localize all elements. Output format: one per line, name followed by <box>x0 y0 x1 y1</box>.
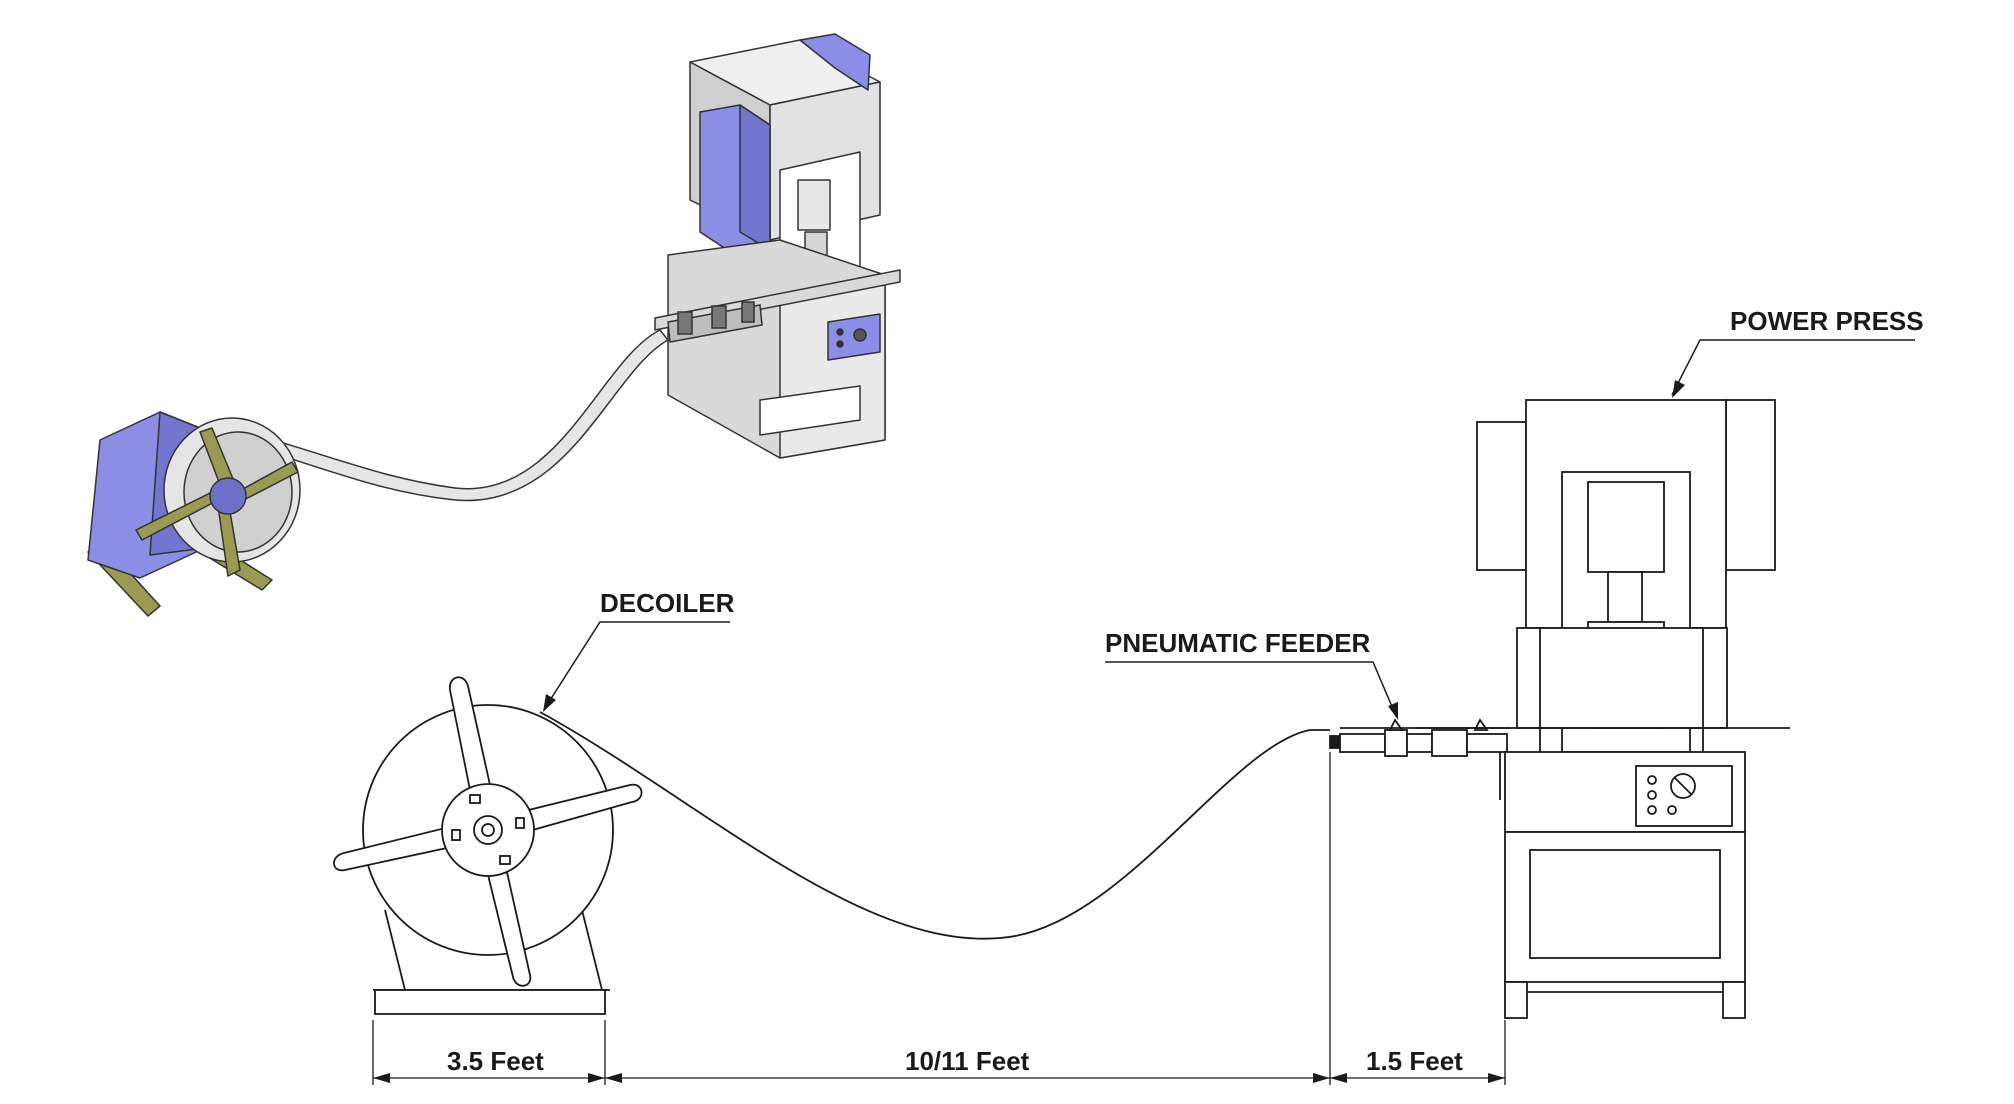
decoiler-elevation <box>333 676 643 1015</box>
label-decoiler: DECOILER <box>600 588 735 618</box>
dimension-arrows <box>373 1073 1505 1083</box>
power-press-elevation <box>1415 399 1790 1019</box>
strip-3d <box>231 329 670 502</box>
feeder-elevation <box>1329 718 1510 800</box>
dim-decoiler-width: 3.5 Feet <box>447 1046 544 1076</box>
dim-coil-loop-span: 10/11 Feet <box>905 1046 1030 1076</box>
isometric-view <box>87 33 901 617</box>
leader-lines <box>544 339 1915 717</box>
leader-arrowheads <box>543 380 1685 720</box>
dimension-lines <box>372 752 1506 1085</box>
decoiler-3d-icon <box>87 411 301 617</box>
dim-feeder-to-press: 1.5 Feet <box>1366 1046 1463 1076</box>
label-pneumatic-feeder: PNEUMATIC FEEDER <box>1105 628 1371 658</box>
label-power-press: POWER PRESS <box>1730 306 1924 336</box>
coil-strip-loop <box>539 711 1330 940</box>
feeder-3d-icon <box>667 301 763 343</box>
side-elevation <box>333 339 1915 1085</box>
power-press-3d-icon <box>654 33 901 459</box>
